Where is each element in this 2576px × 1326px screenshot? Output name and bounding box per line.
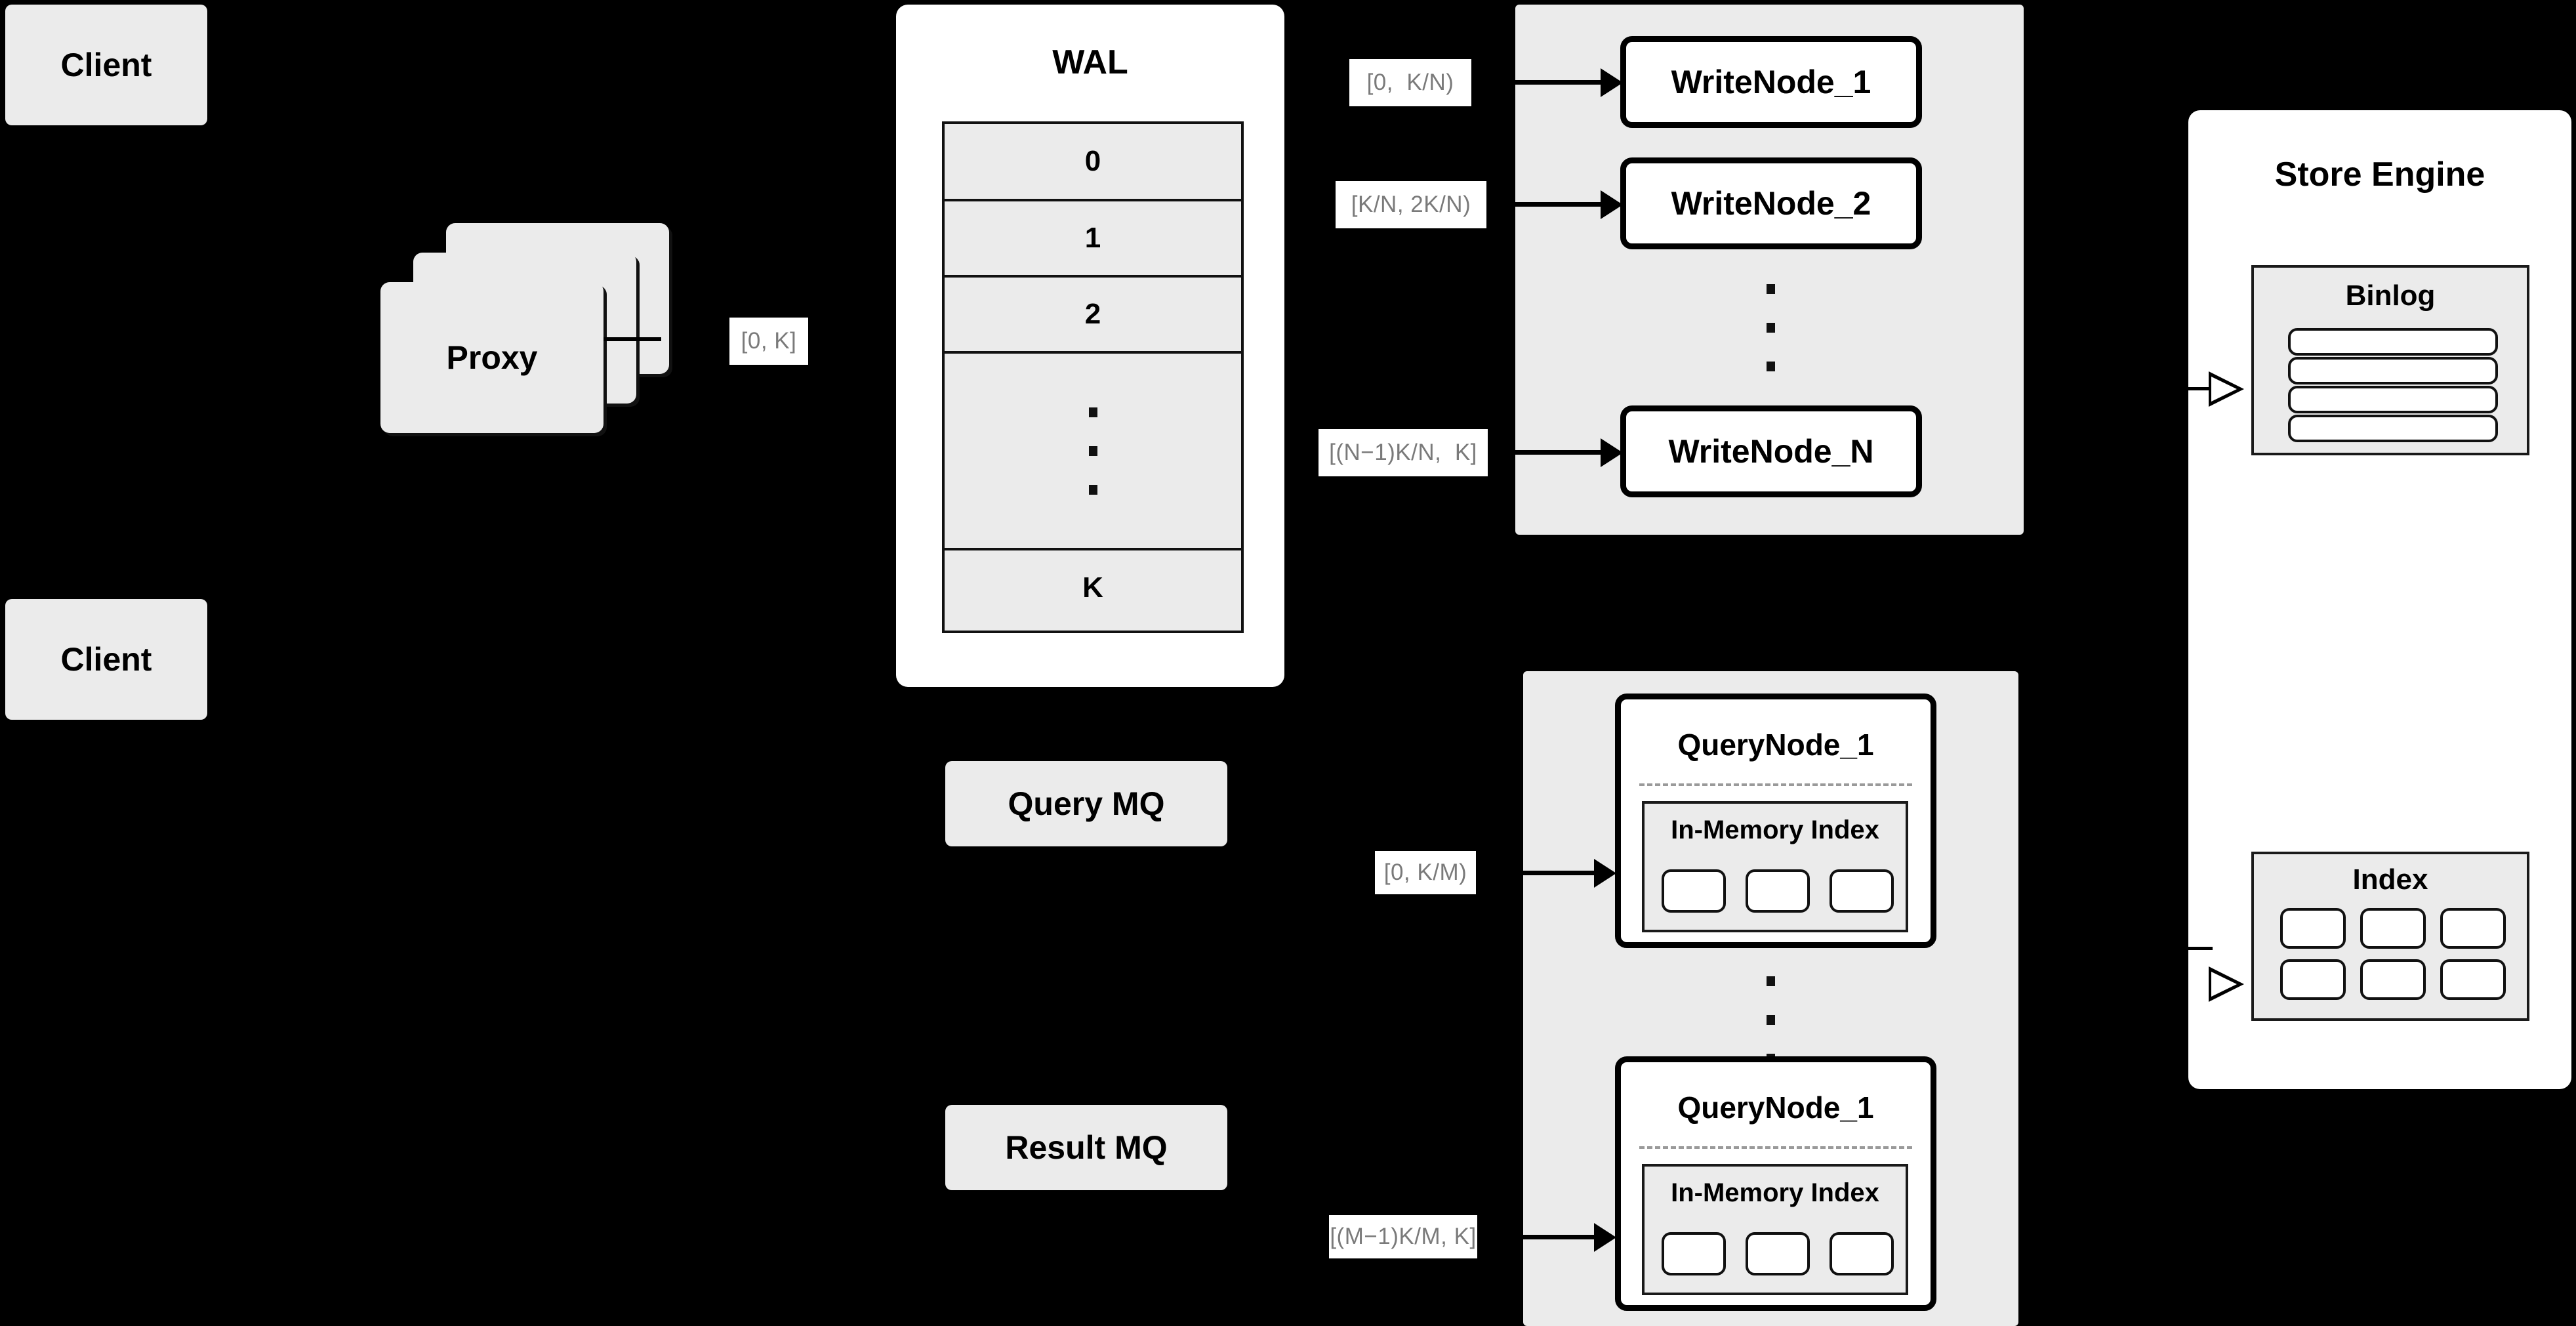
arrow-line-querynode-m <box>1523 1235 1597 1239</box>
arrow-line-binlog <box>2175 387 2213 390</box>
proxy-connector-line <box>603 337 661 341</box>
arrow-head-writenode-n <box>1601 438 1623 467</box>
index-chip[interactable] <box>1662 869 1726 913</box>
range-label-querynode-1: [0, K/M) <box>1375 851 1476 894</box>
client-box-2[interactable]: Client <box>5 599 207 720</box>
client-label: Client <box>60 641 152 678</box>
index-chip[interactable] <box>2280 959 2346 1000</box>
client-label: Client <box>60 47 152 83</box>
binlog-bars <box>2288 328 2498 442</box>
index-chip[interactable] <box>1746 1232 1810 1275</box>
writenode-box-2[interactable]: WriteNode_2 <box>1620 157 1922 249</box>
querynode-separator <box>1639 783 1912 786</box>
store-index-box: Index <box>2251 852 2529 1021</box>
index-chip[interactable] <box>1830 1232 1894 1275</box>
wal-row-ellipsis <box>945 354 1241 550</box>
querynode-title: QueryNode_1 <box>1677 1090 1874 1125</box>
store-engine-panel: Store Engine Binlog Index <box>2188 110 2571 1089</box>
proxy-card-front[interactable] <box>380 282 603 433</box>
index-chip[interactable] <box>1746 869 1810 913</box>
writenode-box-1[interactable]: WriteNode_1 <box>1620 36 1922 128</box>
wal-row[interactable]: 0 <box>945 124 1241 201</box>
binlog-bar[interactable] <box>2288 357 2498 384</box>
binlog-bar[interactable] <box>2288 386 2498 413</box>
binlog-bar[interactable] <box>2288 415 2498 442</box>
arrow-head-hollow-store-index <box>2209 966 2244 1002</box>
store-engine-title: Store Engine <box>2274 155 2485 194</box>
wal-table: 0 1 2 K <box>942 121 1244 633</box>
range-label-writenode-2: [K/N, 2K/N) <box>1336 181 1486 228</box>
binlog-title: Binlog <box>2345 280 2436 312</box>
client-box-1[interactable]: Client <box>5 5 207 125</box>
querynode-box-1[interactable]: QueryNode_1 In-Memory Index <box>1615 694 1936 948</box>
querynode-title: QueryNode_1 <box>1677 728 1874 762</box>
vertical-ellipsis-icon-writenodes <box>1767 284 1775 371</box>
in-memory-index-chip-row <box>1662 869 1894 913</box>
arrow-head-querynode-m <box>1594 1223 1616 1252</box>
index-chip[interactable] <box>2360 908 2426 949</box>
wal-title: WAL <box>1052 43 1128 81</box>
result-mq-box[interactable]: Result MQ <box>945 1105 1227 1190</box>
vertical-ellipsis-icon <box>1088 407 1097 495</box>
wal-row[interactable]: 1 <box>945 201 1241 278</box>
range-label-writenode-n: [(N−1)K/N, K] <box>1319 429 1488 476</box>
query-mq-box[interactable]: Query MQ <box>945 761 1227 846</box>
arrow-line-writenode-1 <box>1514 80 1603 85</box>
index-chip[interactable] <box>2280 908 2346 949</box>
querynode-separator <box>1639 1146 1912 1149</box>
wal-row[interactable]: 2 <box>945 278 1241 354</box>
arrow-line-writenode-n <box>1514 450 1603 455</box>
range-label-writenode-1: [0, K/N) <box>1349 59 1471 106</box>
arrow-head-writenode-1 <box>1601 68 1623 97</box>
writenode-box-n[interactable]: WriteNode_N <box>1620 405 1922 497</box>
proxy-label: Proxy <box>446 339 538 376</box>
in-memory-index-chip-row <box>1662 1232 1894 1275</box>
in-memory-index-box-2: In-Memory Index <box>1642 1164 1908 1295</box>
in-memory-index-box-1: In-Memory Index <box>1642 801 1908 932</box>
arrow-line-querynode-1 <box>1523 871 1597 875</box>
index-chip[interactable] <box>1830 869 1894 913</box>
index-chip[interactable] <box>1662 1232 1726 1275</box>
range-label-proxy-output: [0, K] <box>729 318 808 365</box>
querynode-box-2[interactable]: QueryNode_1 In-Memory Index <box>1615 1056 1936 1311</box>
arrow-head-writenode-2 <box>1601 190 1623 219</box>
arrow-head-querynode-1 <box>1594 859 1616 888</box>
vertical-ellipsis-icon-querynodes <box>1767 976 1775 1064</box>
wal-panel: WAL 0 1 2 K <box>896 5 1284 687</box>
arrow-head-hollow-binlog <box>2209 371 2244 407</box>
index-chip[interactable] <box>2360 959 2426 1000</box>
index-chip[interactable] <box>2440 959 2506 1000</box>
range-label-querynode-m: [(M−1)K/M, K] <box>1329 1215 1477 1258</box>
binlog-bar[interactable] <box>2288 328 2498 356</box>
in-memory-index-title: In-Memory Index <box>1671 816 1879 844</box>
index-chip[interactable] <box>2440 908 2506 949</box>
arrow-line-writenode-2 <box>1514 202 1603 207</box>
wal-row[interactable]: K <box>1082 571 1103 604</box>
binlog-box: Binlog <box>2251 265 2529 455</box>
store-index-title: Index <box>2352 863 2428 896</box>
arrow-line-store-index <box>2175 947 2213 950</box>
store-index-chip-grid <box>2280 908 2506 1000</box>
in-memory-index-title: In-Memory Index <box>1671 1178 1879 1207</box>
